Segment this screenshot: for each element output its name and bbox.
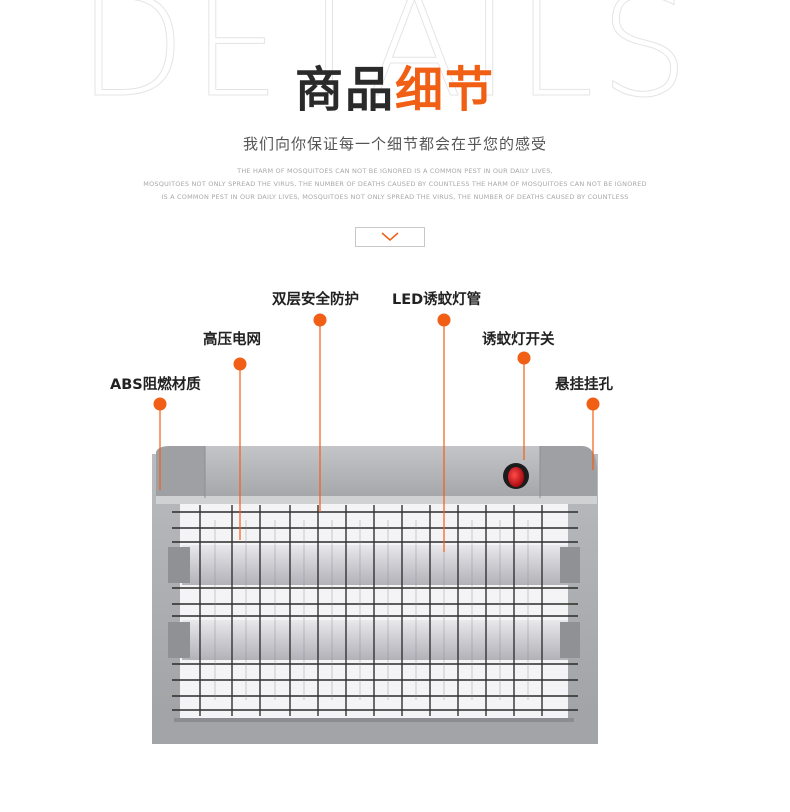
callout-lines <box>159 320 594 552</box>
led-tubes <box>168 545 580 660</box>
scroll-down-button[interactable] <box>355 227 425 247</box>
callout-label-double: 双层安全防护 <box>272 292 359 308</box>
callout-label-grid: 高压电网 <box>203 332 261 348</box>
callout-dots <box>153 313 600 411</box>
chevron-down-icon <box>381 232 399 241</box>
english-description: THE HARM OF MOSQUITOES CAN NOT BE IGNORE… <box>0 165 790 204</box>
section-title: 商品细节 <box>0 66 790 114</box>
english-line-1: THE HARM OF MOSQUITOES CAN NOT BE IGNORE… <box>237 167 553 175</box>
details-watermark: DETAILS <box>78 0 695 129</box>
lamp-switch-icon <box>503 463 529 489</box>
callout-label-led: LED诱蚊灯管 <box>392 292 482 308</box>
callout-label-hang: 悬挂挂孔 <box>555 377 613 393</box>
title-part-dark: 商品 <box>294 62 395 118</box>
callout-label-switch: 诱蚊灯开关 <box>482 332 555 348</box>
english-line-3: IS A COMMON PEST IN OUR DAILY LIVES, MOS… <box>161 193 629 201</box>
title-part-accent: 细节 <box>395 62 496 118</box>
vertical-grid-wires <box>199 505 543 716</box>
section-subtitle: 我们向你保证每一个细节都会在乎您的感受 <box>242 135 547 153</box>
english-line-2: MOSQUITOES NOT ONLY SPREAD THE VIRUS, TH… <box>143 180 647 188</box>
callout-label-abs: ABS阻燃材质 <box>110 377 201 393</box>
zapper-housing <box>152 446 598 744</box>
